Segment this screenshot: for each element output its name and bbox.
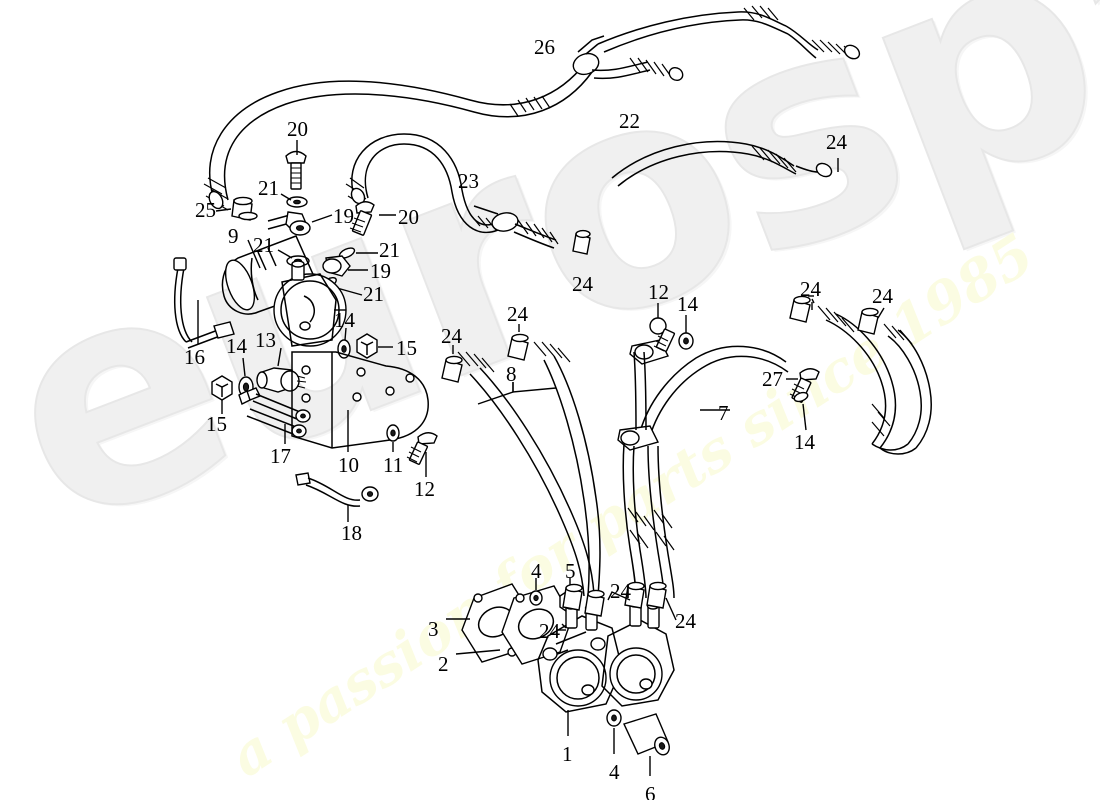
callout-12a: 12 <box>414 477 435 501</box>
callout-9: 9 <box>228 224 239 248</box>
callout-2: 2 <box>438 652 449 676</box>
callout-5: 5 <box>565 559 576 583</box>
callout-24h: 24 <box>610 579 631 603</box>
callout-23: 23 <box>458 169 479 193</box>
hose-23 <box>345 133 591 255</box>
callout-21c: 21 <box>379 238 400 262</box>
hose-8-pair <box>441 324 601 597</box>
hose-26 <box>203 5 861 211</box>
callout-10: 10 <box>338 453 359 477</box>
callout-8: 8 <box>506 362 517 386</box>
callout-24b: 24 <box>572 272 593 296</box>
callout-6: 6 <box>645 782 656 800</box>
callout-24i: 24 <box>675 609 696 633</box>
part-18-strap <box>295 472 379 522</box>
callout-4b: 4 <box>609 760 620 784</box>
parts-13-14-15 <box>211 327 393 414</box>
part-9-fuel-pump <box>221 235 347 347</box>
callout-22: 22 <box>619 109 640 133</box>
callout-21a: 21 <box>258 176 279 200</box>
part-16-wire <box>173 257 235 349</box>
callout-24d: 24 <box>507 302 528 326</box>
part-20-bolt-right <box>349 201 396 236</box>
part-12-bolt <box>406 432 438 477</box>
callout-18: 18 <box>341 521 362 545</box>
callout-14d: 14 <box>794 430 815 454</box>
callout-1: 1 <box>562 742 573 766</box>
part-24-caps-pumps <box>556 581 677 631</box>
callout-21d: 21 <box>363 282 384 306</box>
callout-3: 3 <box>428 617 439 641</box>
part-12-bolt-upper-right <box>649 303 694 352</box>
part-10-bracket <box>291 351 429 452</box>
part-19-fittings <box>267 211 368 277</box>
callout-27: 27 <box>762 367 783 391</box>
callout-24c: 24 <box>441 324 462 348</box>
part-25-connector <box>215 196 258 221</box>
callout-11: 11 <box>383 453 404 477</box>
callout-24e: 24 <box>800 277 821 301</box>
callout-19b: 19 <box>370 259 391 283</box>
callout-14a: 14 <box>226 334 247 358</box>
parts-4-6-dowel <box>606 709 670 776</box>
callout-12b: 12 <box>648 280 669 304</box>
callout-4a: 4 <box>531 559 542 583</box>
callout-24g: 24 <box>539 619 560 643</box>
callout-20a: 20 <box>287 117 308 141</box>
callout-7: 7 <box>718 401 729 425</box>
part-20-bolt-upper <box>285 140 307 190</box>
callout-24f: 24 <box>872 284 893 308</box>
callout-14b: 14 <box>334 308 355 332</box>
callout-16: 16 <box>184 345 205 369</box>
callout-13: 13 <box>255 328 276 352</box>
callout-15b: 15 <box>396 336 417 360</box>
callout-26: 26 <box>534 35 555 59</box>
hose-22 <box>611 140 833 187</box>
callout-25: 25 <box>195 198 216 222</box>
callout-24a: 24 <box>826 130 847 154</box>
part-14-washer-right <box>793 391 809 431</box>
callout-15a: 15 <box>206 412 227 436</box>
callout-20b: 20 <box>398 205 419 229</box>
hoses-right-with-caps <box>789 295 932 455</box>
callout-17: 17 <box>270 444 291 468</box>
callout-14c: 14 <box>677 292 698 316</box>
callout-21b: 21 <box>253 233 274 257</box>
part-11-washer <box>386 424 400 452</box>
hose-7-fuel-line <box>617 339 789 599</box>
part-17-bolts <box>238 387 311 444</box>
callout-19a: 19 <box>333 204 354 228</box>
